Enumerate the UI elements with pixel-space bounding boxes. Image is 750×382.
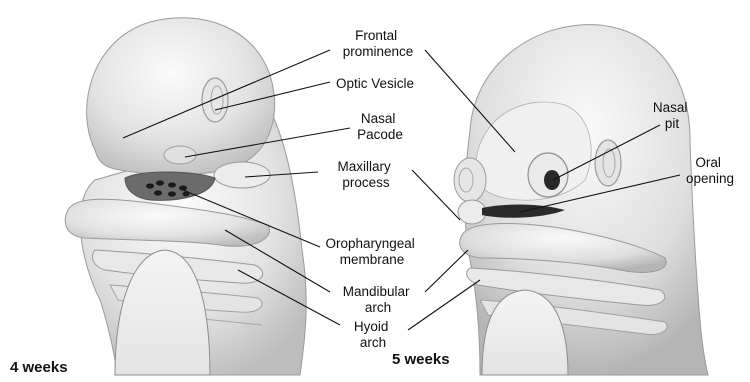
embryo-4-optic-vesicle [202,78,228,122]
embryo-5-weeks [454,25,708,375]
label-nasal-pacode: Nasal Pacode [357,111,403,142]
label-hyoid-arch: Hyoid arch [354,319,392,350]
label-mandibular-arch: Mandibular arch [343,284,414,315]
embryo-4-weeks [65,18,306,375]
leader-maxillary-right [412,170,460,220]
embryo-5-maxillary-process [458,200,486,224]
leader-mandibular-right [425,250,468,292]
label-frontal-prominence: Frontal prominence [343,28,414,59]
caption-4-weeks: 4 weeks [10,359,68,376]
caption-5-weeks: 5 weeks [392,351,450,368]
leader-hyoid-right [408,280,480,330]
label-optic-vesicle: Optic Vesicle [336,76,414,91]
embryo-5-nasal-pit [544,170,560,190]
embryo-4-maxillary-process [214,162,270,188]
embryo-4-nasal-placode [164,146,196,164]
label-oral-opening: Oral opening [686,155,734,186]
label-oropharyngeal-membrane: Oropharyngeal membrane [325,236,418,267]
label-maxillary-process: Maxillary process [337,159,394,190]
